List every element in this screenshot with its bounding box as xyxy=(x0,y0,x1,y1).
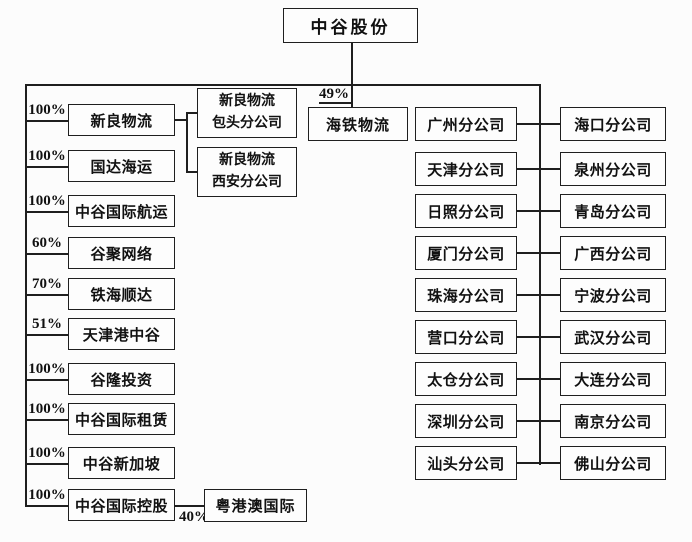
connector-line xyxy=(517,168,560,170)
connector-line xyxy=(517,252,560,254)
org-node-guoda-shipping: 国达海运 xyxy=(68,150,175,182)
connector-line xyxy=(25,419,68,421)
root-connector-line xyxy=(351,43,353,109)
connector-line xyxy=(186,112,197,114)
connector-line xyxy=(25,120,68,122)
ownership-pct-label: 70% xyxy=(32,276,62,292)
right-spine-line xyxy=(539,84,541,465)
connector-line xyxy=(25,505,68,507)
branch-node-shantou: 汕头分公司 xyxy=(415,446,517,480)
org-node-tianjin-port-zhonggu: 天津港中谷 xyxy=(68,318,175,350)
org-node-xinliang-baotou-branch: 新良物流 包头分公司 xyxy=(197,88,297,138)
connector-line xyxy=(25,379,68,381)
bracket-line xyxy=(186,112,188,173)
branch-node-wuhan: 武汉分公司 xyxy=(560,320,666,354)
ownership-pct-label: 100% xyxy=(28,401,66,417)
branch-node-xiamen: 厦门分公司 xyxy=(415,236,517,270)
org-node-zhonggu-intl-leasing: 中谷国际租赁 xyxy=(68,403,175,435)
org-node-guju-network: 谷聚网络 xyxy=(68,237,175,269)
branch-node-qingdao: 青岛分公司 xyxy=(560,194,666,228)
branch-name-line1: 新良物流 xyxy=(219,94,275,110)
branch-node-taicang: 太仓分公司 xyxy=(415,362,517,396)
ownership-pct-label: 100% xyxy=(28,445,66,461)
ownership-pct-label: 100% xyxy=(28,361,66,377)
org-node-xinliang-xian-branch: 新良物流 西安分公司 xyxy=(197,147,297,197)
branch-node-rizhao: 日照分公司 xyxy=(415,194,517,228)
branch-node-nanjing: 南京分公司 xyxy=(560,404,666,438)
connector-line xyxy=(175,505,204,507)
ownership-pct-label: 100% xyxy=(28,148,66,164)
branch-node-tianjin: 天津分公司 xyxy=(415,152,517,186)
org-node-xinliang-logistics: 新良物流 xyxy=(68,104,175,136)
org-node-zhonggu-intl-holdings: 中谷国际控股 xyxy=(68,489,175,521)
branch-node-dalian: 大连分公司 xyxy=(560,362,666,396)
connector-line xyxy=(175,119,186,121)
branch-node-quanzhou: 泉州分公司 xyxy=(560,152,666,186)
branch-node-ningbo: 宁波分公司 xyxy=(560,278,666,312)
branch-name-line2: 西安分公司 xyxy=(212,175,282,190)
connector-line xyxy=(517,336,560,338)
ownership-pct-label: 100% xyxy=(28,193,66,209)
org-node-haitie-logistics: 海铁物流 xyxy=(308,107,408,141)
ownership-pct-label: 100% xyxy=(28,102,66,118)
branch-node-haikou: 海口分公司 xyxy=(560,107,666,141)
org-node-zhonggu-holdings: 中谷股份 xyxy=(283,8,418,43)
org-node-yuegangao-intl: 粤港澳国际 xyxy=(204,489,307,522)
connector-line xyxy=(517,462,560,464)
ownership-pct-label: 40% xyxy=(179,509,209,525)
connector-line xyxy=(25,463,68,465)
branch-node-foshan: 佛山分公司 xyxy=(560,446,666,480)
branch-name-line1: 新良物流 xyxy=(219,153,275,169)
branch-node-yingkou: 营口分公司 xyxy=(415,320,517,354)
connector-line xyxy=(517,123,560,125)
ownership-pct-label: 60% xyxy=(32,235,62,251)
connector-line xyxy=(319,102,352,104)
connector-line xyxy=(517,294,560,296)
connector-line xyxy=(25,211,68,213)
connector-line xyxy=(517,210,560,212)
ownership-pct-label: 49% xyxy=(319,86,349,102)
branch-node-guangzhou: 广州分公司 xyxy=(415,107,517,141)
connector-line xyxy=(517,420,560,422)
top-bus-line xyxy=(25,84,541,86)
org-node-gulong-investment: 谷隆投资 xyxy=(68,363,175,395)
ownership-pct-label: 51% xyxy=(32,316,62,332)
connector-line xyxy=(25,334,68,336)
branch-node-zhuhai: 珠海分公司 xyxy=(415,278,517,312)
org-node-tiehai-shunda: 铁海顺达 xyxy=(68,278,175,310)
connector-line xyxy=(25,294,68,296)
connector-line xyxy=(186,171,197,173)
branch-name-line2: 包头分公司 xyxy=(212,116,282,131)
branch-node-guangxi: 广西分公司 xyxy=(560,236,666,270)
connector-line xyxy=(25,166,68,168)
ownership-pct-label: 100% xyxy=(28,487,66,503)
org-node-zhonggu-intl-shipping: 中谷国际航运 xyxy=(68,195,175,227)
connector-line xyxy=(25,253,68,255)
branch-node-shenzhen: 深圳分公司 xyxy=(415,404,517,438)
org-node-zhonggu-singapore: 中谷新加坡 xyxy=(68,447,175,479)
connector-line xyxy=(517,378,560,380)
